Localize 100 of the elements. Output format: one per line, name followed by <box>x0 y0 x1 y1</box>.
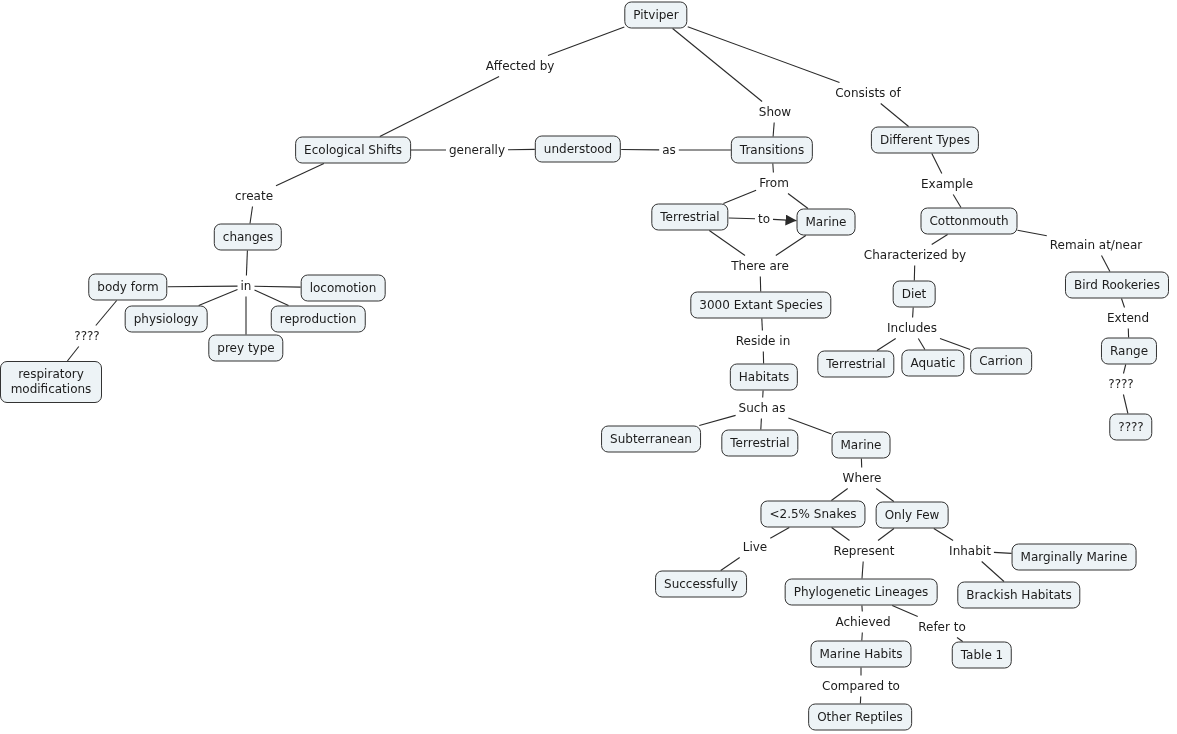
concept-box <box>534 135 622 163</box>
connector-line <box>672 27 763 103</box>
arrow <box>772 214 798 226</box>
connector-line <box>861 560 864 580</box>
concept-box <box>870 126 980 154</box>
concept-box <box>729 363 799 391</box>
concept-box <box>796 208 856 236</box>
concept-box <box>760 500 866 528</box>
concept-box <box>901 349 965 377</box>
connector-line <box>956 636 964 643</box>
concept-box <box>1101 337 1157 365</box>
connector-line <box>913 264 916 282</box>
linking-phrase: Characterized by <box>863 247 967 263</box>
concept-box <box>1065 271 1169 299</box>
connector-line <box>772 121 775 138</box>
connector-line <box>831 526 851 542</box>
connector-line <box>245 295 247 336</box>
concept-label: Terrestrial <box>730 435 790 451</box>
concept-label: Brackish Habitats <box>966 587 1072 603</box>
concept-label: Cottonmouth <box>929 213 1009 229</box>
connector-line <box>775 234 807 257</box>
concept-box <box>1109 413 1153 441</box>
connector-line <box>772 162 774 174</box>
concept-label: Only Few <box>884 507 940 523</box>
linking-phrase: From <box>759 175 789 191</box>
connector-line <box>1120 297 1126 309</box>
concept-label: changes <box>222 229 274 245</box>
connector-line <box>981 560 1005 583</box>
concept-box <box>0 361 102 403</box>
concept-box <box>300 274 386 302</box>
connector-line <box>931 233 949 246</box>
concept-box <box>951 641 1013 669</box>
connector-line <box>1122 393 1129 415</box>
connector-line <box>859 695 862 705</box>
connector-line <box>678 149 732 151</box>
linking-phrase: Inhabit <box>949 543 991 559</box>
connector-line <box>769 526 790 539</box>
connector-line <box>722 189 757 205</box>
concept-label: Terrestrial <box>660 209 720 225</box>
connector-line <box>249 205 254 225</box>
linking-phrase: Reside in <box>735 333 791 349</box>
concept-label: Subterranean <box>610 431 692 447</box>
linking-phrase: Remain at/near <box>1049 237 1143 253</box>
concept-label: Bird Rookeries <box>1074 277 1160 293</box>
connector-line <box>877 527 895 542</box>
concept-label: Marine Habits <box>819 646 903 662</box>
connector-line <box>912 306 914 319</box>
connector-line <box>687 26 841 84</box>
linking-phrase: ???? <box>74 328 100 344</box>
concept-label: <2.5% Snakes <box>769 506 857 522</box>
connector-line <box>275 162 325 187</box>
connector-line <box>952 193 962 209</box>
concept-label: understood <box>543 141 613 157</box>
linking-phrase: Represent <box>833 543 895 559</box>
linking-phrase: Where <box>842 470 882 486</box>
connector-line <box>760 417 762 431</box>
concept-label: reproduction <box>279 311 357 327</box>
concept-label: Phylogenetic Lineages <box>793 584 929 600</box>
connector-line <box>507 148 536 151</box>
linking-phrase: Compared to <box>822 678 900 694</box>
connector-line <box>708 229 746 257</box>
connector-line <box>620 148 660 151</box>
concept-label: Aquatic <box>910 355 956 371</box>
concept-label: body form <box>97 279 159 295</box>
linking-phrase: as <box>662 142 676 158</box>
concept-box <box>831 431 891 459</box>
connector-line <box>830 487 849 502</box>
concept-label: Table 1 <box>960 647 1004 663</box>
concept-label: 3000 Extant Species <box>699 297 823 313</box>
concept-label: Habitats <box>738 369 790 385</box>
concept-box <box>957 581 1081 609</box>
concept-box <box>970 347 1032 375</box>
connector-line <box>917 337 926 351</box>
concept-box <box>730 136 814 164</box>
concept-box <box>270 305 366 333</box>
linking-phrase: Refer to <box>918 619 966 635</box>
connector-line <box>762 350 765 365</box>
linking-phrase: in <box>240 278 252 294</box>
linking-phrase: There are <box>731 258 789 274</box>
concept-label: Carrion <box>979 353 1023 369</box>
connector-line <box>939 337 971 351</box>
concept-box <box>875 501 949 529</box>
concept-box <box>920 207 1018 235</box>
connector-line <box>1122 363 1127 375</box>
concept-label: Ecological Shifts <box>304 142 402 158</box>
connector-line <box>410 149 447 151</box>
linking-phrase: ???? <box>1108 376 1134 392</box>
connector-line <box>861 604 863 613</box>
concept-label: Terrestrial <box>826 356 886 372</box>
connector-line <box>728 217 756 220</box>
connector-line <box>787 417 833 435</box>
concept-box <box>784 578 938 606</box>
concept-label: Range <box>1110 343 1148 359</box>
connector-line <box>933 527 954 542</box>
concept-label: Marginally Marine <box>1020 549 1128 565</box>
linking-phrase: Example <box>920 176 974 192</box>
concept-label: Marine <box>840 437 882 453</box>
connector-line <box>379 75 500 138</box>
concept-box <box>208 334 284 362</box>
connector-line <box>876 337 897 352</box>
